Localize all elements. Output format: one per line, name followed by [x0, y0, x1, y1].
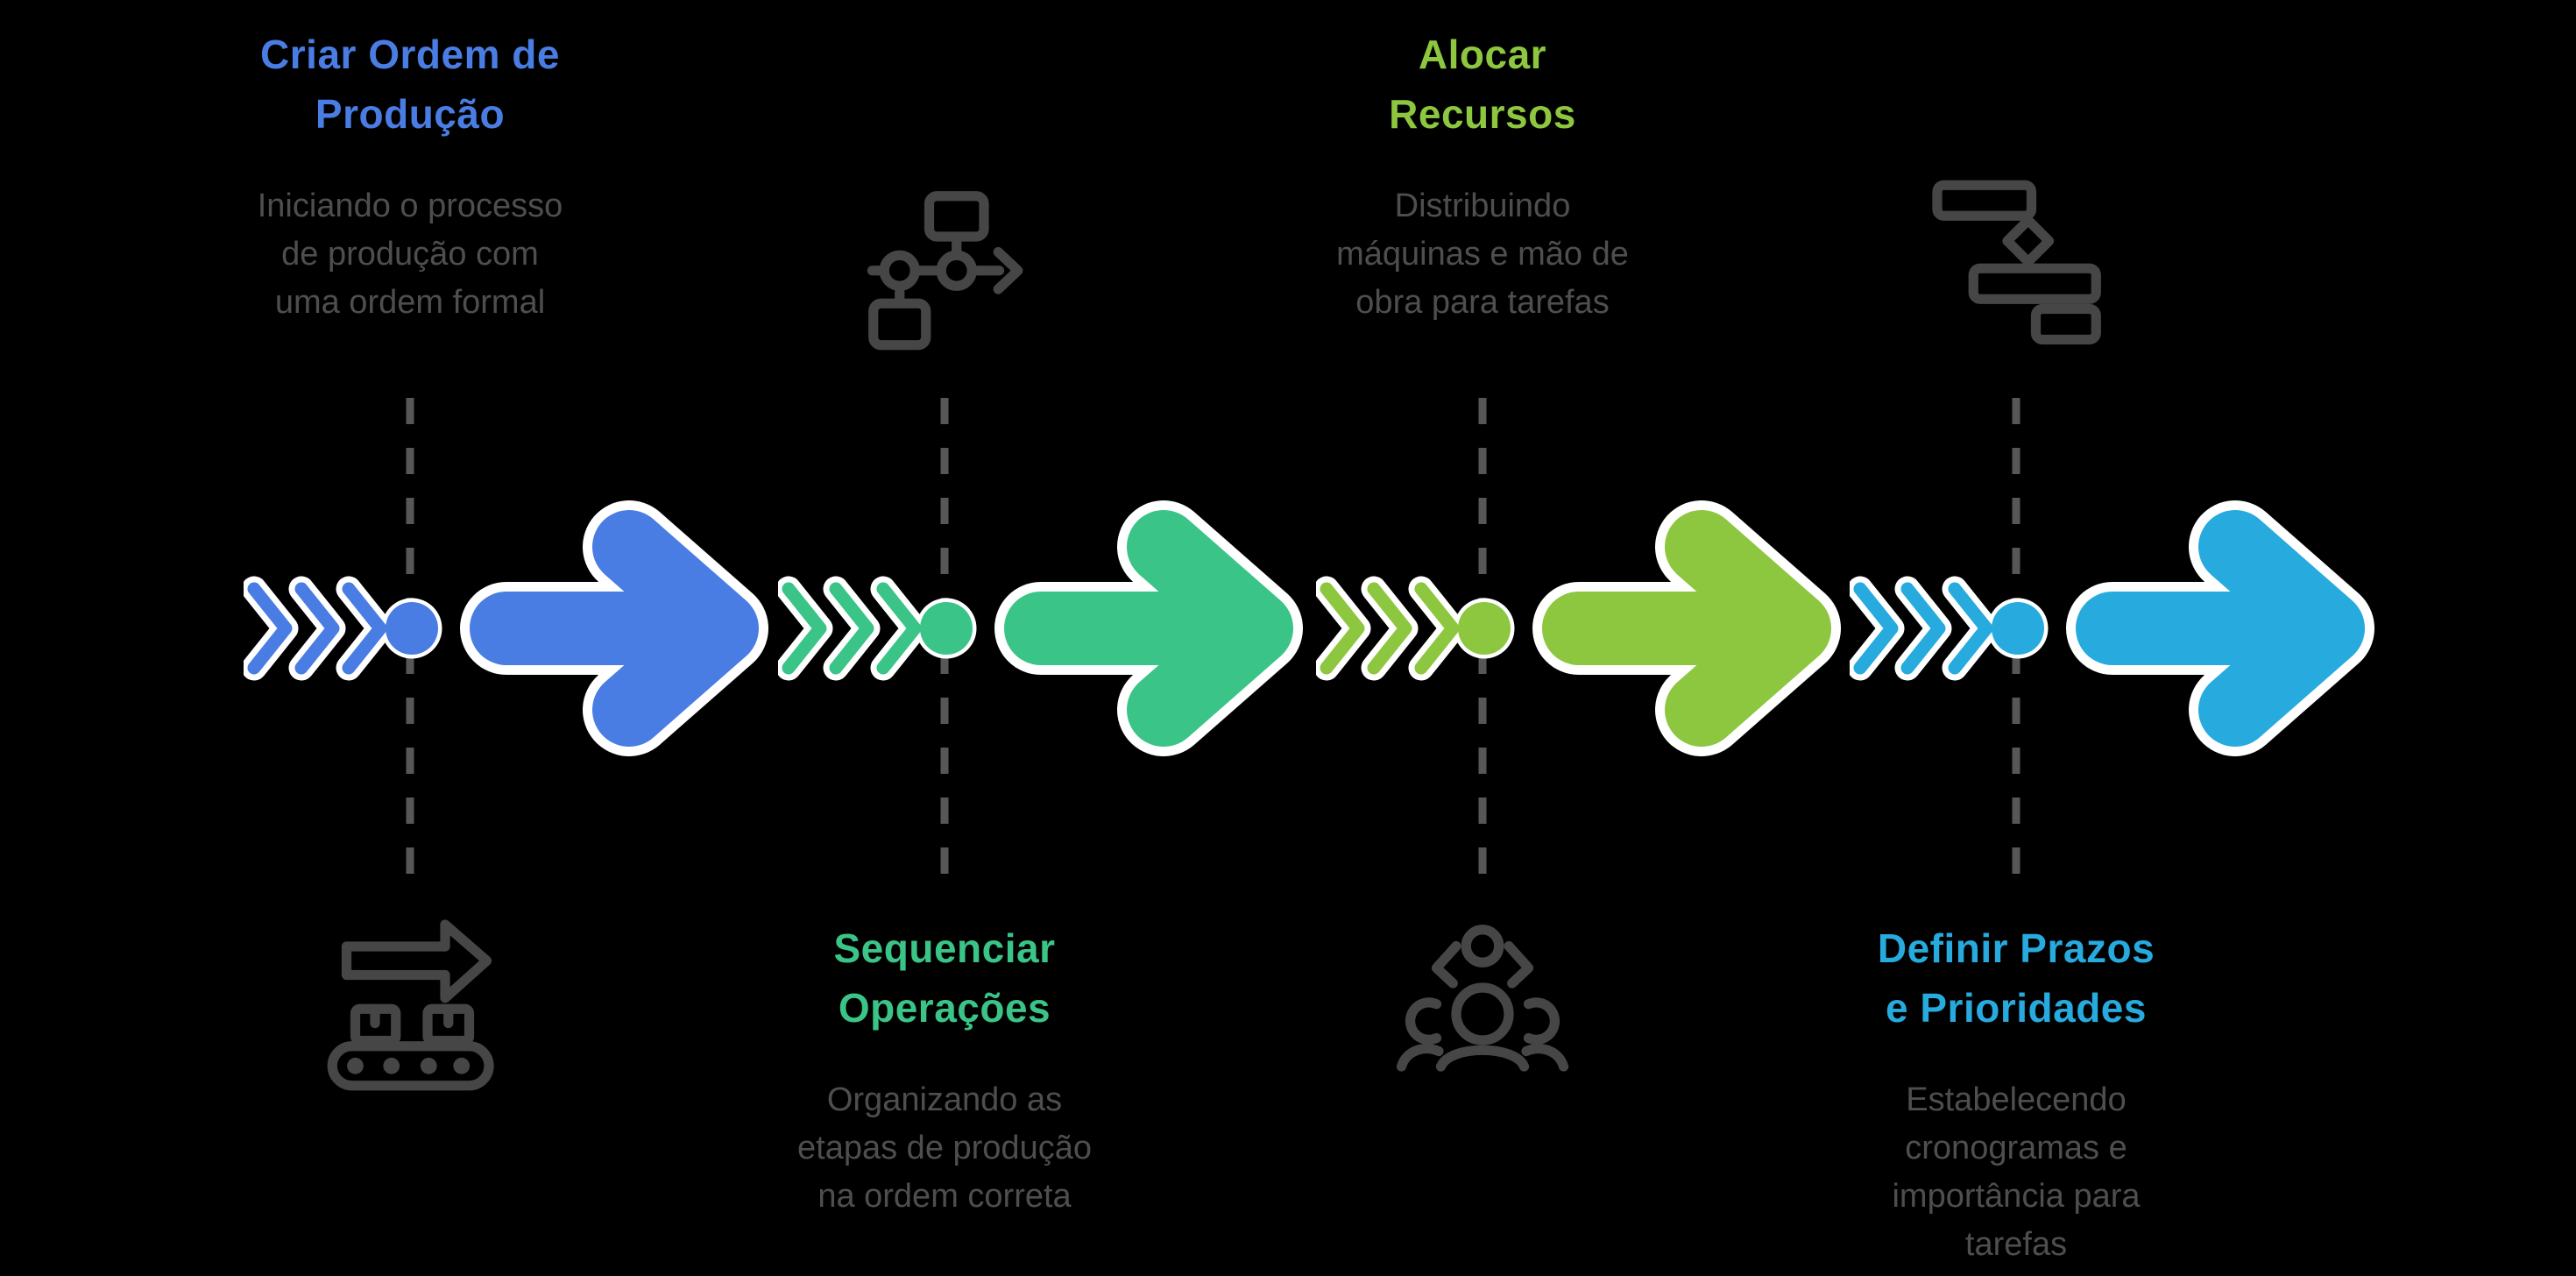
description-line: cronogramas e [1905, 1130, 2127, 1166]
chevron-icon [1948, 582, 1993, 675]
arrow-color-layer [1320, 510, 1831, 747]
title-line: Definir Prazos [1877, 925, 2155, 971]
chevron-icon [294, 582, 340, 675]
step-title: Alocar Recursos [1211, 25, 1754, 144]
arrow-color-layer [1853, 510, 2365, 747]
flow-dot [1458, 602, 1511, 655]
icon-graphic [327, 919, 494, 1091]
title-line: Criar Ordem de [260, 32, 560, 77]
flow-arrow-segment [244, 500, 768, 756]
chevron-icon [876, 582, 922, 675]
description-line: uma ordem formal [274, 284, 546, 321]
description-line: etapas de produção [797, 1130, 1092, 1166]
chevron-icon [247, 582, 293, 675]
description-line: importância para [1892, 1178, 2141, 1215]
arrow-head [2198, 510, 2365, 747]
step-3-text-block: Alocar Recursos Distribuindo máquinas e … [1211, 25, 1754, 327]
chevron-icon [1853, 582, 1899, 675]
step-2-text-block: Sequenciar Operações Organizando as etap… [673, 918, 1216, 1221]
description-line: na ordem correta [817, 1178, 1072, 1215]
description-line: Iniciando o processo [257, 188, 563, 224]
arrow-head [592, 510, 759, 747]
claw-machine-icon [1373, 922, 1592, 1145]
workflow-timeline-icon [835, 167, 1054, 390]
description-line: obra para tarefas [1355, 284, 1610, 321]
step-description: Iniciando o processo de produção com uma… [138, 182, 682, 327]
dashed-connector [940, 398, 949, 882]
title-line: Produção [315, 91, 506, 137]
icon-graphic [1932, 180, 2101, 345]
chevron-icon [342, 582, 387, 675]
step-title: Definir Prazos e Prioridades [1744, 918, 2288, 1038]
step-description: Organizando as etapas de produção na ord… [673, 1076, 1216, 1221]
icon-graphic [867, 191, 1023, 351]
gantt-chart-icon [1907, 167, 2126, 390]
chevron-icon [1320, 582, 1365, 675]
description-line: Distribuindo [1394, 188, 1571, 224]
step-description: Estabelecendo cronogramas e importância … [1744, 1076, 2288, 1269]
title-line: Sequenciar [833, 925, 1056, 971]
chevron-icon [782, 582, 827, 675]
conveyor-belt-icon [301, 903, 520, 1126]
arrow-color-layer [782, 510, 1293, 747]
flow-arrow-segment [778, 500, 1303, 756]
chevron-icon [1900, 582, 1946, 675]
title-line: Recursos [1389, 91, 1576, 137]
step-title: Criar Ordem de Produção [138, 25, 682, 144]
description-line: de produção com [281, 236, 539, 273]
flow-arrow-segment [1850, 500, 2374, 756]
arrow-head [1665, 510, 1831, 747]
dashed-connector [2012, 398, 2020, 882]
flow-dot [386, 602, 438, 655]
chevron-icon [829, 582, 874, 675]
arrow-head [1127, 510, 1293, 747]
icon-graphic [1396, 925, 1569, 1072]
description-line: tarefas [1964, 1226, 2068, 1263]
title-line: Operações [838, 985, 1051, 1031]
flow-dot [920, 602, 973, 655]
description-line: Estabelecendo [1906, 1081, 2127, 1118]
step-title: Sequenciar Operações [673, 918, 1216, 1038]
description-line: Organizando as [826, 1081, 1063, 1118]
dashed-connector [406, 398, 414, 882]
step-description: Distribuindo máquinas e mão de obra para… [1211, 182, 1754, 327]
chevron-icon [1414, 582, 1460, 675]
description-line: máquinas e mão de [1336, 236, 1629, 273]
step-1-text-block: Criar Ordem de Produção Iniciando o proc… [138, 25, 682, 327]
dashed-connector [1478, 398, 1487, 882]
title-line: e Prioridades [1886, 985, 2147, 1031]
flow-arrow-segment [1316, 500, 1841, 756]
title-line: Alocar [1418, 32, 1547, 77]
chevron-icon [1367, 582, 1412, 675]
arrow-color-layer [247, 510, 759, 747]
step-4-text-block: Definir Prazos e Prioridades Estabelecen… [1744, 918, 2288, 1269]
flow-dot [1992, 602, 2044, 655]
